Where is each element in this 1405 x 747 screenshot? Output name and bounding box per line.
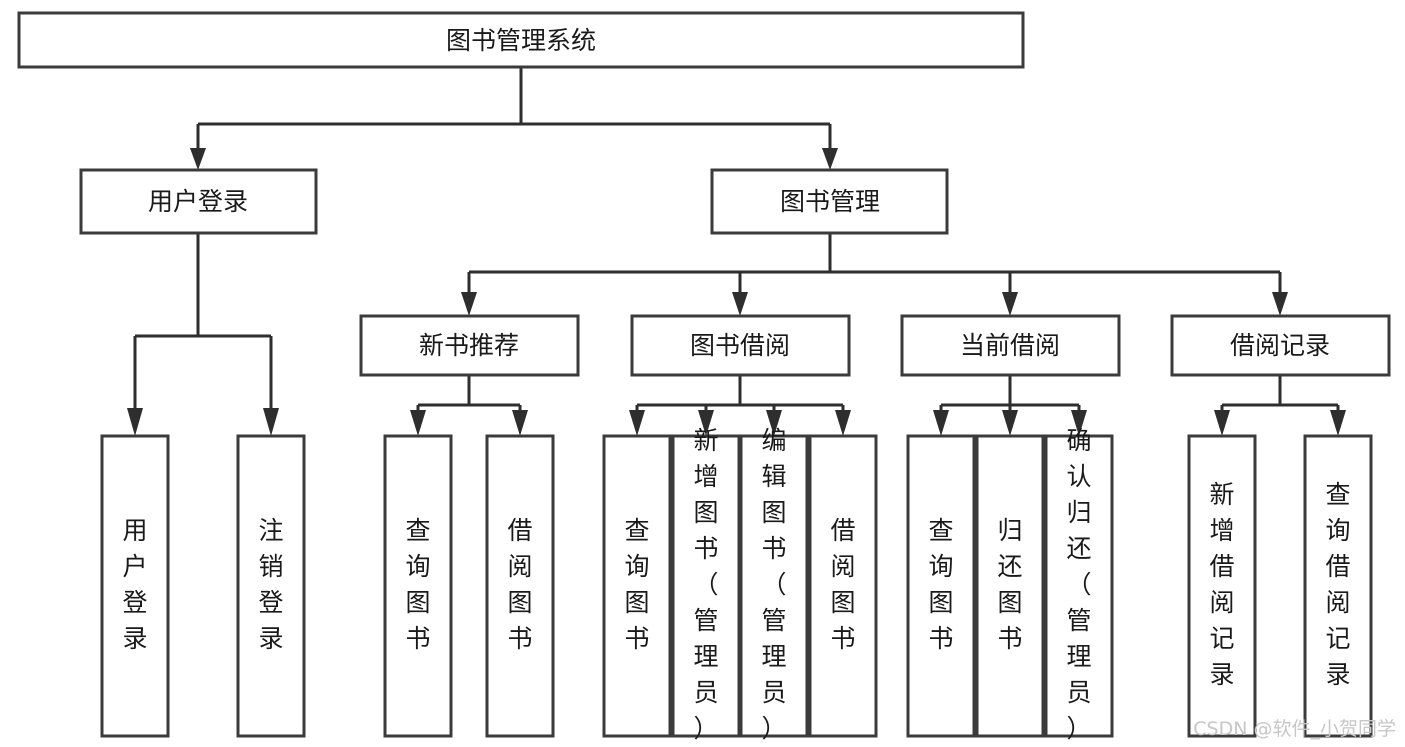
arrow-head-book-borrow xyxy=(732,292,748,316)
node-leaf-edit-book[interactable]: 编辑图书（管理员） xyxy=(739,426,809,743)
node-leaf-user-login-box[interactable] xyxy=(100,434,170,738)
node-root-box[interactable] xyxy=(17,11,1025,69)
node-leaf-query-book-2-label: 查询图书 xyxy=(624,516,649,653)
csdn-watermark: CSDN @软件_小贺同学 xyxy=(1193,718,1396,740)
arrow-head-leaf-query-book-3 xyxy=(933,410,949,436)
node-borrow-record-box[interactable] xyxy=(1170,314,1391,377)
node-leaf-user-login-label: 用户登录 xyxy=(122,516,147,653)
arrow-head-leaf-add-record xyxy=(1214,410,1230,436)
arrow-head-leaf-query-book-2 xyxy=(629,410,645,436)
node-leaf-borrow-book-2[interactable]: 借阅图书 xyxy=(808,434,878,738)
node-leaf-query-book-1-label: 查询图书 xyxy=(405,516,430,653)
arrow-head-user-login xyxy=(190,148,206,170)
node-leaf-query-book-1-box[interactable] xyxy=(383,434,453,738)
node-user-login-label: 用户登录 xyxy=(148,187,248,216)
node-root[interactable]: 图书管理系统 xyxy=(17,11,1025,69)
node-root-label: 图书管理系统 xyxy=(446,26,596,55)
node-leaf-borrow-book-2-label: 借阅图书 xyxy=(830,516,855,653)
node-book-management-box[interactable] xyxy=(710,168,949,235)
node-leaf-edit-book-box[interactable] xyxy=(739,434,809,738)
arrow-head-borrow-record xyxy=(1272,292,1288,316)
node-leaf-query-book-1[interactable]: 查询图书 xyxy=(383,434,453,738)
arrow-head-book-management xyxy=(822,148,838,170)
node-leaf-query-book-3[interactable]: 查询图书 xyxy=(906,434,976,738)
node-leaf-add-book-box[interactable] xyxy=(671,434,741,738)
arrow-head-leaf-add-book xyxy=(698,410,714,436)
node-leaf-borrow-book-1-box[interactable] xyxy=(485,434,555,738)
node-book-management-label: 图书管理 xyxy=(780,187,880,216)
node-borrow-record[interactable]: 借阅记录 xyxy=(1170,314,1391,377)
connector-group-book-management xyxy=(461,233,1288,316)
node-user-login[interactable]: 用户登录 xyxy=(79,168,318,235)
node-leaf-return-book-label: 归还图书 xyxy=(997,516,1022,653)
connector-group-current-borrow xyxy=(933,375,1087,436)
node-current-borrow-box[interactable] xyxy=(900,314,1121,377)
node-leaf-borrow-book-2-box[interactable] xyxy=(808,434,878,738)
node-leaf-user-logout-label: 注销登录 xyxy=(258,516,283,653)
node-leaf-query-record[interactable]: 查询借阅记录 xyxy=(1303,434,1373,738)
connector-group-root xyxy=(190,67,838,170)
arrow-head-leaf-user-login xyxy=(127,408,143,436)
node-leaf-confirm-return-label: 确认归还（管理员） xyxy=(1066,426,1091,743)
node-leaf-user-login[interactable]: 用户登录 xyxy=(100,434,170,738)
arrow-head-leaf-confirm-return xyxy=(1071,410,1087,436)
arrow-head-leaf-query-record xyxy=(1330,410,1346,436)
node-book-management[interactable]: 图书管理 xyxy=(710,168,949,235)
node-new-book-recommend-box[interactable] xyxy=(359,314,580,377)
arrow-head-leaf-user-logout xyxy=(263,408,279,436)
node-leaf-edit-book-label: 编辑图书（管理员） xyxy=(761,426,786,743)
arrow-head-leaf-edit-book xyxy=(766,410,782,436)
node-leaf-confirm-return[interactable]: 确认归还（管理员） xyxy=(1044,426,1114,743)
connector-group-borrow-record xyxy=(1214,375,1346,436)
node-leaf-query-record-label: 查询借阅记录 xyxy=(1325,480,1350,689)
node-leaf-confirm-return-box[interactable] xyxy=(1044,434,1114,738)
node-current-borrow[interactable]: 当前借阅 xyxy=(900,314,1121,377)
connector-group-new-book-recommend xyxy=(410,375,528,436)
arrow-head-new-book-recommend xyxy=(461,292,477,316)
connector-group-book-borrow xyxy=(629,375,851,436)
node-leaf-add-book[interactable]: 新增图书（管理员） xyxy=(671,426,741,743)
node-leaf-query-book-2[interactable]: 查询图书 xyxy=(602,434,672,738)
node-leaf-query-book-2-box[interactable] xyxy=(602,434,672,738)
node-new-book-recommend[interactable]: 新书推荐 xyxy=(359,314,580,377)
node-borrow-record-label: 借阅记录 xyxy=(1230,331,1330,360)
node-new-book-recommend-label: 新书推荐 xyxy=(419,331,519,360)
node-leaf-return-book-box[interactable] xyxy=(975,434,1045,738)
node-leaf-add-book-label: 新增图书（管理员） xyxy=(693,426,718,743)
node-leaf-user-logout[interactable]: 注销登录 xyxy=(236,434,306,738)
node-leaf-add-record[interactable]: 新增借阅记录 xyxy=(1187,434,1257,738)
node-leaf-query-record-box[interactable] xyxy=(1303,434,1373,738)
arrow-head-leaf-return-book xyxy=(1002,410,1018,436)
arrow-head-leaf-borrow-book-1 xyxy=(512,410,528,436)
node-leaf-borrow-book-1-label: 借阅图书 xyxy=(507,516,532,653)
node-user-login-box[interactable] xyxy=(79,168,318,235)
arrow-head-leaf-borrow-book-2 xyxy=(835,410,851,436)
arrow-head-leaf-query-book-1 xyxy=(410,410,426,436)
node-book-borrow-box[interactable] xyxy=(630,314,851,377)
node-current-borrow-label: 当前借阅 xyxy=(960,331,1060,360)
node-book-borrow[interactable]: 图书借阅 xyxy=(630,314,851,377)
node-leaf-query-book-3-label: 查询图书 xyxy=(928,516,953,653)
node-leaf-add-record-box[interactable] xyxy=(1187,434,1257,738)
node-leaf-borrow-book-1[interactable]: 借阅图书 xyxy=(485,434,555,738)
node-leaf-return-book[interactable]: 归还图书 xyxy=(975,434,1045,738)
connector-group-user-login xyxy=(127,233,279,436)
node-leaf-query-book-3-box[interactable] xyxy=(906,434,976,738)
node-leaf-user-logout-box[interactable] xyxy=(236,434,306,738)
arrow-head-current-borrow xyxy=(1002,292,1018,316)
node-book-borrow-label: 图书借阅 xyxy=(690,331,790,360)
node-leaf-add-record-label: 新增借阅记录 xyxy=(1209,480,1234,689)
